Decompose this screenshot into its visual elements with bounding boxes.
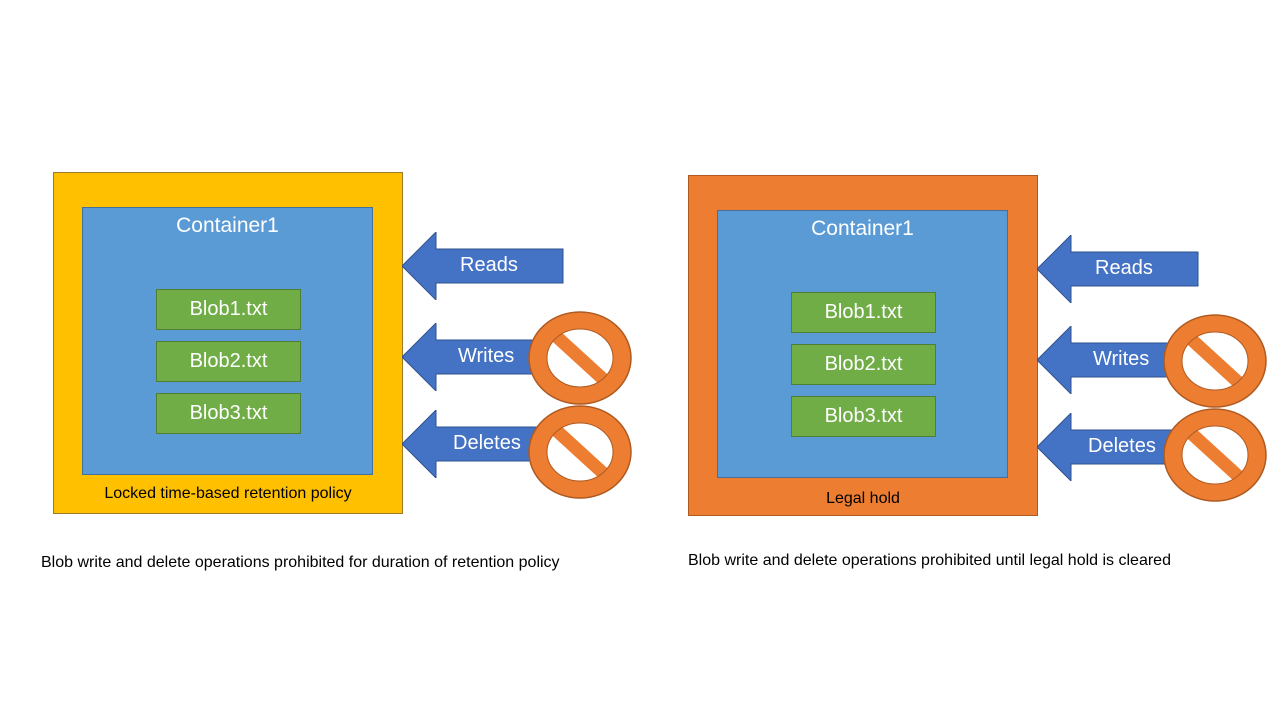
policy-label: Locked time-based retention policy — [104, 485, 352, 502]
no-entry-icon — [1163, 408, 1267, 502]
container-box: Container1 Blob1.txt Blob2.txt Blob3.txt — [717, 210, 1008, 478]
writes-label: Writes — [458, 345, 515, 367]
retention-policy-box: Container1 Blob1.txt Blob2.txt Blob3.txt… — [53, 172, 403, 514]
no-entry-icon — [1163, 314, 1267, 408]
deletes-label: Deletes — [453, 432, 521, 454]
blob-item: Blob3.txt — [156, 393, 301, 434]
blob-item: Blob1.txt — [791, 292, 936, 333]
no-entry-icon — [528, 405, 632, 499]
blob-item: Blob2.txt — [791, 344, 936, 385]
reads-label: Reads — [460, 254, 518, 276]
reads-label: Reads — [1095, 257, 1153, 279]
blob-item: Blob2.txt — [156, 341, 301, 382]
right-caption: Blob write and delete operations prohibi… — [688, 552, 1171, 569]
blob-item: Blob3.txt — [791, 396, 936, 437]
deletes-label: Deletes — [1088, 435, 1156, 457]
left-caption: Blob write and delete operations prohibi… — [41, 554, 560, 571]
container-title: Container1 — [811, 217, 914, 240]
blob-item: Blob1.txt — [156, 289, 301, 330]
container-box: Container1 Blob1.txt Blob2.txt Blob3.txt — [82, 207, 373, 475]
writes-label: Writes — [1093, 348, 1150, 370]
no-entry-icon — [528, 311, 632, 405]
legal-hold-box: Container1 Blob1.txt Blob2.txt Blob3.txt… — [688, 175, 1038, 516]
policy-label: Legal hold — [826, 490, 900, 507]
reads-arrow — [402, 232, 564, 300]
reads-arrow — [1037, 235, 1199, 303]
container-title: Container1 — [176, 214, 279, 237]
